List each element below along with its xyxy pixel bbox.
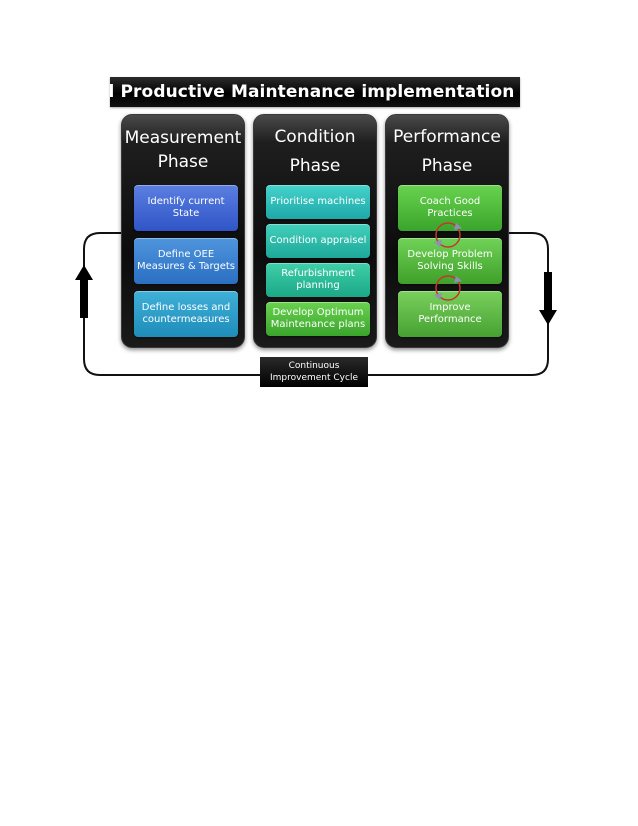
step-prioritise-machines: Prioritise machines bbox=[266, 185, 370, 219]
diagram-title: Total Productive Maintenance implementat… bbox=[68, 77, 562, 107]
up-arrow-icon bbox=[75, 265, 93, 318]
phase-panel-condition: Condition Phase Prioritise machines Cond… bbox=[253, 114, 377, 348]
phase-title: Measurement Phase bbox=[124, 128, 242, 172]
down-arrow-icon bbox=[539, 272, 557, 325]
phase-title: Performance Phase bbox=[393, 127, 501, 176]
step-condition-appraisel: Condition appraisel bbox=[266, 224, 370, 258]
cycle-arrow-icon bbox=[434, 275, 462, 301]
cycle-arrow-icon bbox=[434, 222, 462, 248]
continuous-improvement-cycle-label: Continuous Improvement Cycle bbox=[260, 357, 368, 387]
phase-title: Condition Phase bbox=[274, 127, 356, 176]
